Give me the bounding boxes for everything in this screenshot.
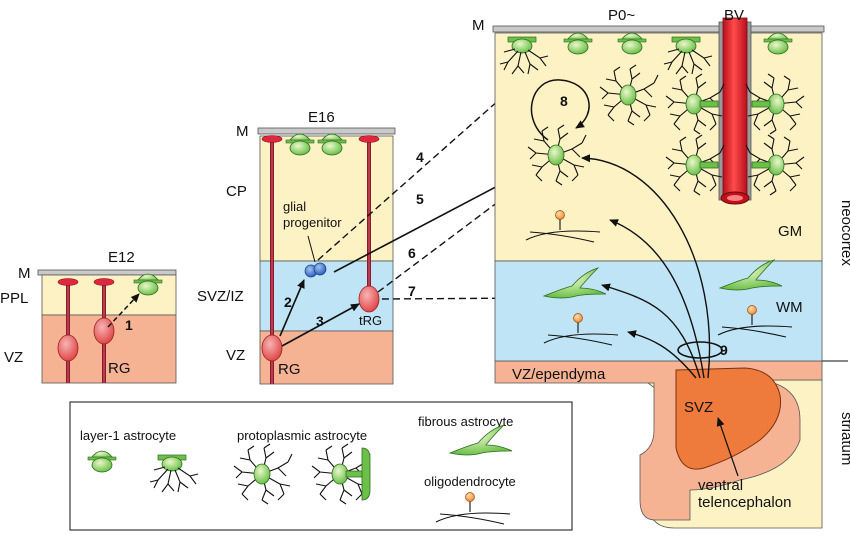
e16-vz-zone bbox=[259, 330, 394, 385]
e16-arrow-3 bbox=[281, 303, 360, 347]
e16-arrow-3-number: 3 bbox=[316, 313, 324, 329]
legend-layer1-label: layer-1 astrocyte bbox=[80, 428, 176, 443]
e16-glial-label-2: progenitor bbox=[283, 215, 342, 230]
e16-progenitor-pointer bbox=[307, 235, 316, 263]
e12-vz-label: VZ bbox=[4, 349, 23, 366]
p0-m-label: M bbox=[472, 17, 485, 34]
e16-meninges bbox=[257, 127, 396, 135]
p0-meninges bbox=[492, 25, 825, 33]
e12-stage-label: E12 bbox=[108, 249, 135, 266]
striatum-label: striatum bbox=[838, 412, 850, 465]
e16-stage-label: E16 bbox=[308, 109, 335, 126]
legend-protoplasmic-label: protoplasmic astrocyte bbox=[237, 428, 367, 443]
neocortex-label: neocortex bbox=[838, 200, 850, 266]
ventral-pointer-arrow bbox=[716, 417, 739, 477]
arrow-8-loop bbox=[530, 79, 590, 141]
e12-ppl-label: PPL bbox=[0, 290, 28, 307]
panel-e16: E16 M CP SVZ/IZ VZ glial progenitor RG t… bbox=[197, 109, 396, 385]
e16-glial-progenitor-cells bbox=[304, 262, 327, 278]
panel-e12: E12 M PPL VZ RG 1 bbox=[0, 249, 177, 384]
gm-label: GM bbox=[778, 223, 802, 240]
e16-m-label: M bbox=[236, 123, 249, 140]
e16-cp-label: CP bbox=[226, 183, 247, 200]
pathway-number-5: 5 bbox=[416, 191, 424, 207]
e16-rg-label: RG bbox=[278, 361, 301, 378]
e16-vz-label: VZ bbox=[226, 347, 245, 364]
arrow-9-number: 9 bbox=[720, 342, 728, 358]
e12-m-label: M bbox=[18, 265, 31, 282]
bv-label: BV bbox=[724, 7, 744, 24]
pathway-arrows: 4 5 6 7 bbox=[317, 91, 535, 303]
arrow-8-number: 8 bbox=[560, 93, 568, 109]
svz-region bbox=[675, 367, 782, 470]
blood-vessel bbox=[718, 17, 752, 205]
e12-radial-glia bbox=[57, 278, 115, 383]
wm-label: WM bbox=[776, 299, 803, 316]
e16-arrow-2 bbox=[279, 279, 305, 337]
svz-label: SVZ bbox=[684, 399, 713, 416]
e16-cp-zone bbox=[259, 135, 394, 262]
pathway-number-6: 6 bbox=[408, 245, 416, 261]
pathway-number-4: 4 bbox=[416, 149, 424, 165]
vz-ependyma-label: VZ/ependyma bbox=[512, 366, 606, 383]
arrow-4 bbox=[317, 91, 509, 261]
wm-zone bbox=[494, 260, 823, 362]
legend-oligodendrocyte-label: oligodendrocyte bbox=[424, 474, 516, 489]
e16-svz-iz-label: SVZ/IZ bbox=[197, 288, 244, 305]
p0-stage-label: P0~ bbox=[608, 7, 635, 24]
e16-arrow-2-number: 2 bbox=[284, 294, 292, 310]
e16-trg-label: tRG bbox=[359, 313, 382, 328]
ventral-telencephalon-label-2: telencephalon bbox=[698, 494, 791, 511]
legend-fibrous-label: fibrous astrocyte bbox=[418, 414, 513, 429]
ventral-telencephalon-label-1: ventral bbox=[698, 477, 743, 494]
e16-radial-glia bbox=[261, 135, 380, 384]
legend-protoplasmic-endfoot-icon bbox=[311, 443, 371, 505]
arrows-9 bbox=[581, 154, 723, 379]
e12-meninges bbox=[37, 269, 177, 276]
e12-arrow-1-number: 1 bbox=[125, 317, 133, 333]
legend: layer-1 astrocyte protoplasmic astrocyte… bbox=[69, 401, 573, 531]
e16-glial-label-1: glial bbox=[283, 199, 306, 214]
pathway-number-7: 7 bbox=[408, 283, 416, 299]
e12-rg-label: RG bbox=[108, 360, 131, 377]
legend-box bbox=[69, 401, 573, 531]
panel-p0: P0~ M BV GM WM VZ/ependyma SVZ ventral t… bbox=[472, 7, 850, 529]
